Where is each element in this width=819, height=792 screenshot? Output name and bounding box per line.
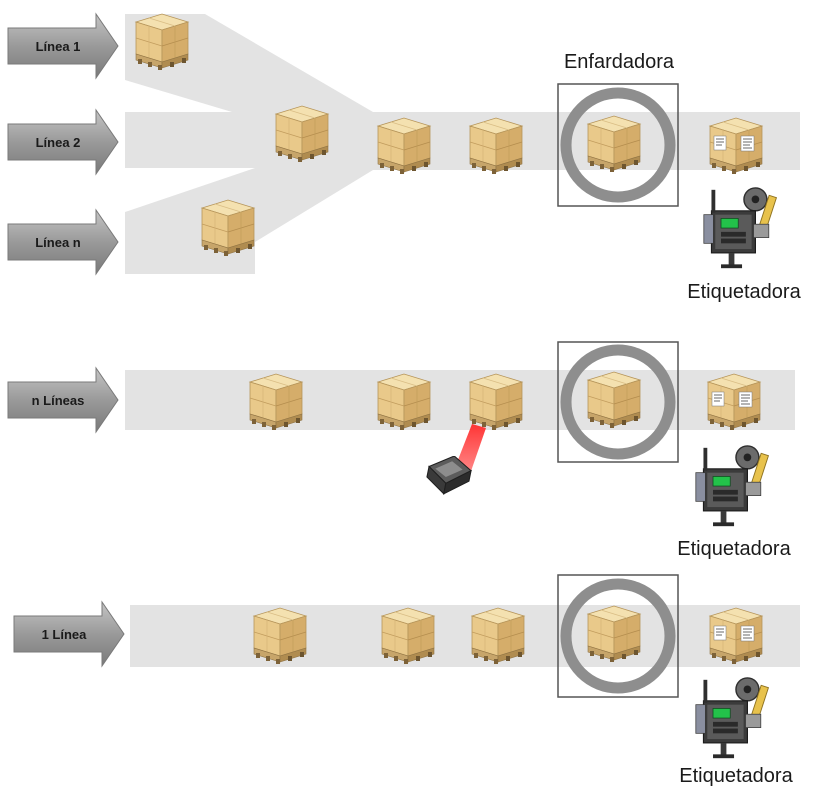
- input-arrow-label: n Líneas: [32, 393, 85, 408]
- input-arrow-1-linea: 1 Línea: [13, 600, 125, 668]
- conveyor: [125, 370, 795, 430]
- laser-beam: [454, 424, 486, 474]
- section-3: 1 Línea Etiquetadora: [13, 574, 800, 787]
- pallet-box: [249, 373, 303, 431]
- section-1: Línea 1 Línea 2 Línea n Enfardadora Etiq…: [7, 12, 802, 303]
- pallet-box: [201, 199, 255, 257]
- stretch-wrapper: [557, 83, 679, 207]
- wrap-ring-icon: [560, 87, 676, 203]
- pallet-box: [135, 13, 189, 71]
- pallet-box: [471, 607, 525, 665]
- stretch-wrapper: [557, 574, 679, 698]
- pallet-box: [469, 117, 523, 175]
- wrap-ring-icon: [560, 344, 676, 460]
- input-arrow-n-lineas: n Líneas: [7, 366, 119, 434]
- labeler-icon: [695, 445, 770, 527]
- wrapper-label: Enfardadora: [564, 51, 675, 73]
- input-arrow-linea-2: Línea 2: [7, 108, 119, 176]
- labeler-icon: [695, 677, 770, 759]
- input-arrow-linea-n: Línea n: [7, 208, 119, 276]
- conveyor: [130, 605, 800, 667]
- labeled-box: [710, 118, 762, 174]
- labeled-box: [710, 608, 762, 664]
- pallet-box: [469, 373, 523, 431]
- pallet-box: [275, 105, 329, 163]
- labeler-label: Etiquetadora: [677, 538, 791, 560]
- input-arrow-linea-1: Línea 1: [7, 12, 119, 80]
- pallet-box: [377, 117, 431, 175]
- input-arrow-label: 1 Línea: [42, 627, 88, 642]
- labeler-icon: [703, 187, 778, 269]
- input-arrow-label: Línea 2: [36, 135, 81, 150]
- input-arrow-label: Línea 1: [36, 39, 81, 54]
- pallet-box: [253, 607, 307, 665]
- pallet-box: [377, 373, 431, 431]
- pallet-box: [587, 605, 641, 663]
- labeler-label: Etiquetadora: [679, 765, 793, 787]
- pallet-box: [587, 115, 641, 173]
- input-arrow-label: Línea n: [35, 235, 81, 250]
- section-2: n Líneas Etiquetadora: [7, 341, 795, 560]
- wrap-ring-icon: [560, 578, 676, 694]
- pallet-box: [587, 371, 641, 429]
- labeled-box: [708, 374, 760, 430]
- labeler-label: Etiquetadora: [687, 281, 801, 303]
- pallet-box: [381, 607, 435, 665]
- conveyor-merge: [125, 14, 800, 274]
- stretch-wrapper: [557, 341, 679, 463]
